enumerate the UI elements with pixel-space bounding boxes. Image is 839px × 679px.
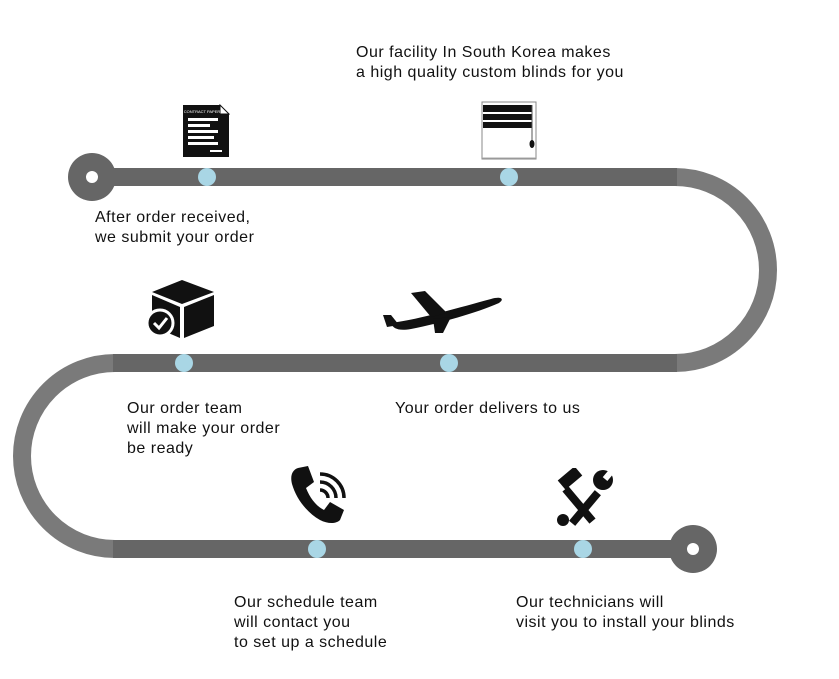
step-4-caption: Our order team will make your order be r…	[127, 399, 280, 459]
step-6-caption-line: Our technicians will	[516, 594, 664, 611]
step-5-caption-line: Our schedule team	[234, 594, 378, 611]
step-marker-2	[500, 168, 518, 186]
step-2-caption: Our facility In South Korea makes a high…	[356, 43, 624, 83]
step-3-caption-line: Your order delivers to us	[395, 400, 581, 417]
step-5-caption-line: will contact you	[234, 614, 351, 631]
step-marker-1	[198, 168, 216, 186]
phone-icon	[291, 466, 346, 523]
step-2-caption-line: Our facility In South Korea makes	[356, 44, 611, 61]
step-6-caption: Our technicians will visit you to instal…	[516, 593, 735, 633]
airplane-icon	[383, 291, 502, 333]
step-1-caption-line: we submit your order	[95, 229, 255, 246]
step-4-caption-line: Our order team	[127, 400, 243, 417]
step-3-caption: Your order delivers to us	[395, 399, 580, 419]
contract-document-icon: CONTRACT PAPER	[183, 104, 230, 157]
track-curve-left	[13, 354, 116, 558]
step-marker-5	[308, 540, 326, 558]
roller-blind-icon	[481, 101, 537, 160]
box-check-icon	[146, 280, 214, 338]
step-5-caption-line: to set up a schedule	[234, 634, 388, 651]
step-2-caption-line: a high quality custom blinds for you	[356, 64, 624, 81]
step-1-caption-line: After order received,	[95, 209, 251, 226]
step-marker-3	[175, 354, 193, 372]
track-curve-right	[674, 168, 777, 372]
step-4-caption-line: will make your order	[127, 420, 281, 437]
step-marker-6	[574, 540, 592, 558]
step-1-caption: After order received, we submit your ord…	[95, 208, 254, 248]
step-6-caption-line: visit you to install your blinds	[516, 614, 735, 631]
tools-icon	[557, 468, 613, 526]
step-5-caption: Our schedule team will contact you to se…	[234, 593, 387, 653]
step-marker-4	[440, 354, 458, 372]
step-4-caption-line: be ready	[127, 440, 194, 457]
contract-document-title: CONTRACT PAPER	[184, 109, 221, 114]
